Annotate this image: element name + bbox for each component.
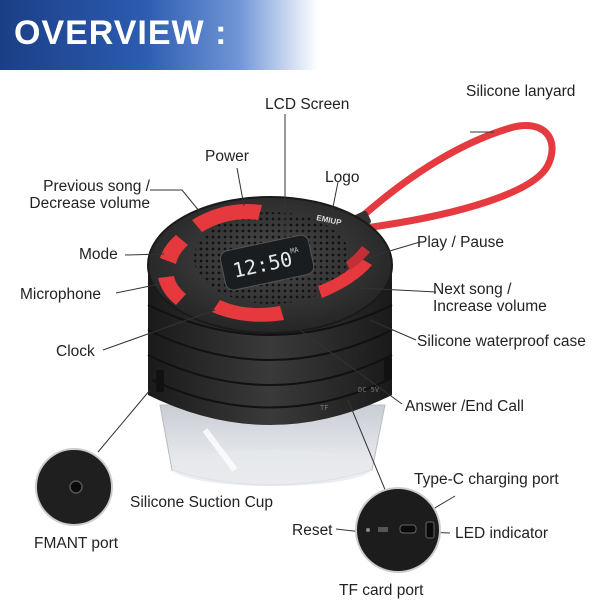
mode-button[interactable] (160, 235, 188, 264)
label-increase-volume: Increase volume (433, 298, 547, 315)
label-type-c-port: Type-C charging port (414, 471, 559, 488)
label-tf-card-port: TF card port (339, 582, 424, 599)
page-title: OVERVIEW : (14, 14, 228, 52)
label-microphone: Microphone (20, 286, 101, 303)
label-play-pause: Play / Pause (417, 234, 505, 251)
label-next-song: Next song / (433, 281, 512, 298)
label-reset: Reset (292, 522, 333, 539)
label-led-indicator: LED indicator (455, 525, 549, 542)
label-power: Power (205, 148, 249, 165)
side-marking: TF (320, 404, 328, 412)
lcd-screen: 12:50 MA (219, 234, 315, 291)
speaker-top: 12:50 MA EMIUP (147, 196, 393, 334)
lcd-unit: MA (289, 246, 300, 256)
lanyard (347, 122, 556, 232)
fmant-port-zoom (35, 448, 113, 526)
next-button[interactable] (318, 258, 372, 298)
header-banner: OVERVIEW : (0, 0, 318, 70)
label-answer-end-call: Answer /End Call (405, 398, 524, 415)
ports-zoom (355, 487, 441, 573)
leader-lines (97, 114, 494, 534)
label-previous-song: Previous song / (43, 178, 150, 195)
label-mode: Mode (79, 246, 118, 263)
label-waterproof-case: Silicone waterproof case (417, 333, 586, 350)
suction-cup (159, 404, 386, 486)
side-marking-2: DC 5V (358, 386, 380, 394)
label-lcd-screen: LCD Screen (265, 96, 350, 113)
play-pause-button[interactable] (346, 246, 370, 270)
label-silicone-lanyard: Silicone lanyard (466, 83, 576, 100)
prev-button[interactable] (192, 204, 262, 232)
label-suction-cup: Silicone Suction Cup (130, 494, 274, 511)
label-fmant-port: FMANT port (34, 535, 119, 552)
label-clock: Clock (56, 343, 95, 360)
clock-button[interactable] (212, 300, 284, 322)
label-decrease-volume: Decrease volume (29, 195, 150, 212)
label-logo: Logo (325, 169, 360, 186)
microphone-button[interactable] (158, 276, 186, 305)
